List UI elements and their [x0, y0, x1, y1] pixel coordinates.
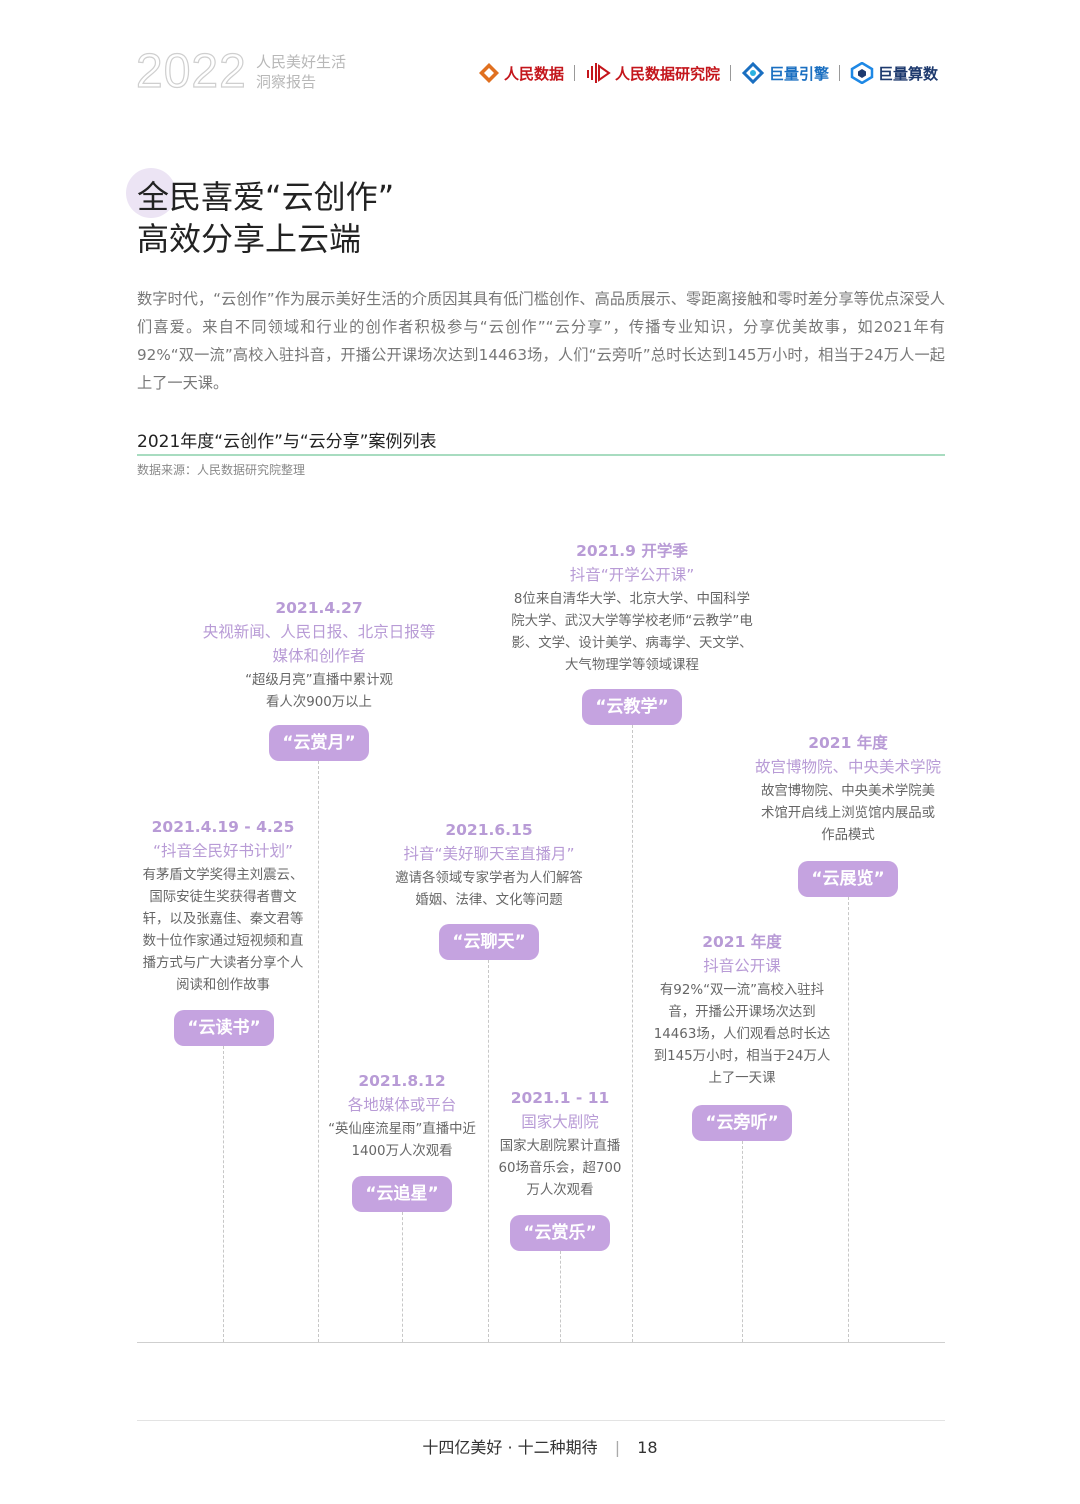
event-description: 邀请各领域专家学者为人们解答婚姻、法律、文化等问题 — [395, 871, 583, 908]
timeline-stem-reading — [223, 1046, 224, 1342]
timeline-stem-audit — [742, 1141, 743, 1342]
event-organizer: 抖音“开学公开课” — [569, 566, 695, 584]
logo-divider — [730, 65, 732, 81]
event-cloud-music: 2021.1 - 11 国家大剧院 国家大剧院累计直播60场音乐会，超700万人… — [492, 1086, 628, 1202]
event-description: 8位来自清华大学、北京大学、中国科学院大学、武汉大学等学校老师“云教学”电影、文… — [511, 592, 753, 673]
people-data-institute-logo: 人民数据研究院 — [585, 62, 720, 84]
report-title-line2: 洞察报告 — [256, 73, 317, 91]
ocean-arithmetic-logo: 巨量算数 — [850, 62, 938, 84]
page-number: 18 — [637, 1438, 658, 1457]
case-list-title-rule — [137, 454, 945, 456]
people-data-institute-icon — [587, 63, 611, 83]
ocean-arithmetic-icon — [850, 62, 874, 84]
event-cloud-audit: 2021 年度 抖音公开课 有92%“双一流”高校入驻抖音，开播公开课场次达到1… — [648, 930, 836, 1090]
timeline-baseline — [137, 1342, 945, 1343]
event-date: 2021 年度 — [808, 734, 888, 752]
intro-paragraph: 数字时代，“云创作”作为展示美好生活的介质因其具有低门槛创作、高品质展示、零距离… — [137, 290, 945, 392]
report-title-line1: 人民美好生活 — [256, 53, 347, 71]
event-date: 2021 年度 — [702, 933, 782, 951]
event-description: “英仙座流星雨”直播中近1400万人次观看 — [328, 1122, 476, 1159]
partner-logos: 人民数据 人民数据研究院 巨量引擎 巨量算数 — [478, 56, 938, 90]
event-date: 2021.1 - 11 — [510, 1089, 610, 1107]
event-cloud-exhibition: 2021 年度 故宫博物院、中央美术学院 故宫博物院、中央美术学院美术馆开启线上… — [748, 731, 948, 847]
logo-divider — [574, 65, 576, 81]
ocean-engine-logo: 巨量引擎 — [741, 62, 829, 84]
timeline-stem-exhibition — [848, 897, 849, 1342]
event-cloud-reading: 2021.4.19 - 4.25 “抖音全民好书计划” 有茅盾文学奖得主刘震云、… — [136, 815, 310, 997]
event-cloud-moon: 2021.4.27 央视新闻、人民日报、北京日报等媒体和创作者 “超级月亮”直播… — [200, 596, 438, 714]
event-date: 2021.4.19 - 4.25 — [151, 818, 295, 836]
case-list-title: 2021年度“云创作”与“云分享”案例列表 — [137, 432, 437, 452]
data-source-note: 数据来源：人民数据研究院整理 — [137, 463, 306, 477]
ocean-engine-icon — [741, 62, 765, 84]
report-title: 人民美好生活 洞察报告 — [256, 52, 346, 92]
people-data-logo: 人民数据 — [478, 62, 564, 84]
event-description: 国家大剧院累计直播60场音乐会，超700万人次观看 — [498, 1139, 622, 1198]
event-organizer: 抖音公开课 — [703, 957, 781, 975]
tag-cloud-moon: “云赏月” — [269, 725, 369, 761]
event-date: 2021.6.15 — [445, 821, 533, 839]
section-title: 全民喜爱“云创作” 高效分享上云端 — [137, 176, 394, 260]
footer-text: 十四亿美好 · 十二种期待 — [422, 1438, 598, 1457]
tag-cloud-stars: “云追星” — [352, 1176, 452, 1212]
event-date: 2021.9 开学季 — [576, 542, 688, 560]
event-organizer: 故宫博物院、中央美术学院 — [754, 758, 941, 776]
page-footer: 十四亿美好 · 十二种期待 | 18 — [0, 1434, 1080, 1458]
event-cloud-stars: 2021.8.12 各地媒体或平台 “英仙座流星雨”直播中近1400万人次观看 — [328, 1069, 476, 1163]
logo-divider — [839, 65, 841, 81]
people-data-logo-text: 人民数据 — [504, 64, 565, 83]
tag-cloud-exhibition: “云展览” — [798, 861, 898, 897]
event-date: 2021.4.27 — [275, 599, 363, 617]
ocean-arithmetic-logo-text: 巨量算数 — [878, 64, 939, 83]
event-organizer: “抖音全民好书计划” — [152, 842, 294, 860]
event-description: “超级月亮”直播中累计观看人次900万以上 — [245, 673, 393, 710]
event-organizer: 国家大剧院 — [521, 1113, 599, 1131]
footer-separator: | — [614, 1438, 621, 1457]
tag-cloud-teaching: “云教学” — [582, 689, 682, 725]
ocean-engine-logo-text: 巨量引擎 — [769, 64, 830, 83]
event-description: 有茅盾文学奖得主刘震云、国际安徒生奖获得者曹文轩，以及张嘉佳、秦文君等数十位作家… — [142, 868, 304, 993]
event-description: 故宫博物院、中央美术学院美术馆开启线上浏览馆内展品或作品模式 — [760, 784, 936, 843]
timeline-stem-teaching — [632, 725, 633, 1342]
timeline-stem-music — [560, 1251, 561, 1342]
event-date: 2021.8.12 — [358, 1072, 446, 1090]
tag-cloud-audit: “云旁听” — [692, 1105, 792, 1141]
event-organizer: 各地媒体或平台 — [347, 1096, 457, 1114]
report-year: 2022 — [135, 45, 247, 98]
section-title-line2: 高效分享上云端 — [137, 220, 362, 258]
event-description: 有92%“双一流”高校入驻抖音，开播公开课场次达到14463场，人们观看总时长达… — [653, 983, 831, 1086]
tag-cloud-chat: “云聊天” — [439, 924, 539, 960]
timeline-stem-chat — [488, 960, 489, 1342]
event-organizer: 央视新闻、人民日报、北京日报等媒体和创作者 — [202, 623, 436, 665]
tag-cloud-reading: “云读书” — [174, 1010, 274, 1046]
timeline-stem-moon — [318, 761, 319, 1342]
event-cloud-chat: 2021.6.15 抖音“美好聊天室直播月” 邀请各领域专家学者为人们解答婚姻、… — [384, 818, 594, 912]
title-decoration-circle — [126, 168, 176, 218]
event-organizer: 抖音“美好聊天室直播月” — [403, 845, 575, 863]
section-title-line1: 全民喜爱“云创作” — [137, 178, 395, 216]
timeline-stem-stars — [402, 1212, 403, 1342]
people-data-diamond-icon — [479, 63, 499, 83]
tag-cloud-music: “云赏乐” — [510, 1215, 610, 1251]
event-cloud-teaching: 2021.9 开学季 抖音“开学公开课” 8位来自清华大学、北京大学、中国科学院… — [510, 539, 754, 677]
footer-rule — [137, 1420, 945, 1421]
people-data-institute-logo-text: 人民数据研究院 — [615, 64, 721, 83]
page-header: 2022 人民美好生活 洞察报告 人民数据 人民数据研究院 — [0, 0, 1080, 110]
